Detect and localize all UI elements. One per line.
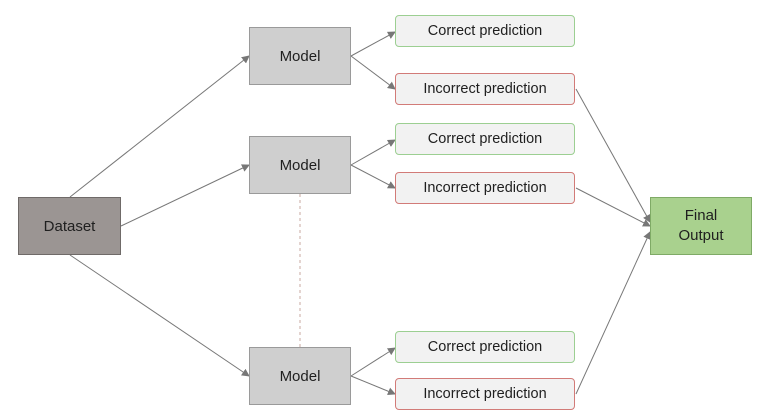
correct-prediction-label: Correct prediction — [427, 339, 543, 355]
incorrect-prediction-label: Incorrect prediction — [423, 81, 547, 97]
model-label: Model — [279, 367, 321, 385]
dataset-label: Dataset — [43, 217, 96, 235]
arrow-incorrect-1-to-final — [575, 88, 651, 223]
incorrect-prediction-label: Incorrect prediction — [423, 180, 547, 196]
incorrect-prediction-box-3: Incorrect prediction — [395, 378, 575, 410]
arrow-model-2-to-incorrect — [350, 164, 396, 189]
incorrect-prediction-label: Incorrect prediction — [423, 386, 547, 402]
final-output-line-2: Output — [678, 227, 724, 244]
arrow-dataset-to-model-1 — [69, 55, 250, 198]
model-label: Model — [279, 47, 321, 65]
dataset-box: Dataset — [18, 197, 121, 255]
arrow-model-1-to-correct — [350, 31, 396, 57]
model-box-1: Model — [249, 27, 351, 85]
correct-prediction-box-2: Correct prediction — [395, 123, 575, 155]
arrow-model-1-to-incorrect — [350, 55, 396, 90]
model-box-2: Model — [249, 136, 351, 194]
arrow-dataset-to-model-2 — [120, 164, 250, 227]
model-label: Model — [279, 156, 321, 174]
incorrect-prediction-box-1: Incorrect prediction — [395, 73, 575, 105]
arrow-model-2-to-correct — [350, 139, 396, 166]
correct-prediction-box-1: Correct prediction — [395, 15, 575, 47]
arrow-dataset-to-model-3 — [69, 254, 250, 377]
correct-prediction-label: Correct prediction — [427, 23, 543, 39]
arrow-model-3-to-incorrect — [350, 375, 396, 396]
model-box-3: Model — [249, 347, 351, 405]
arrow-incorrect-3-to-final — [575, 231, 651, 395]
correct-prediction-label: Correct prediction — [427, 131, 543, 147]
correct-prediction-box-3: Correct prediction — [395, 331, 575, 363]
final-output-box: Final Output — [650, 197, 752, 255]
final-output-line-1: Final — [684, 207, 718, 224]
incorrect-prediction-box-2: Incorrect prediction — [395, 172, 575, 204]
arrow-incorrect-2-to-final — [575, 187, 651, 227]
arrow-model-3-to-correct — [350, 347, 396, 377]
